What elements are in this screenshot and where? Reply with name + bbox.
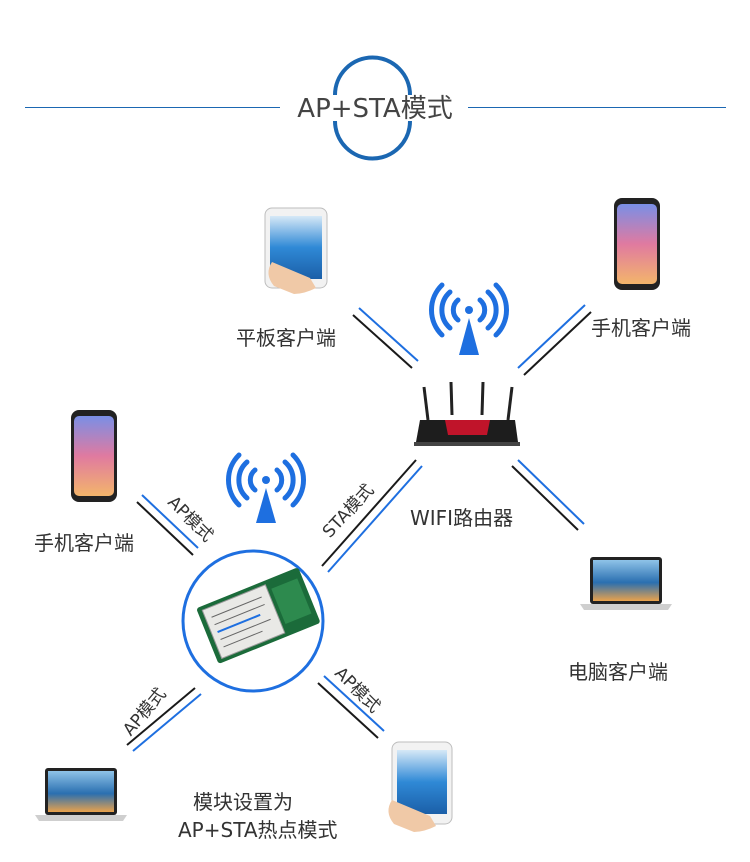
page-title: AP+STA模式 xyxy=(297,94,453,124)
link-module-tablet xyxy=(317,675,385,739)
label-phone-client-top: 手机客户端 xyxy=(591,316,691,340)
phone-icon-left xyxy=(71,410,117,502)
link-tablet-router xyxy=(352,307,419,369)
title-ring-bottom-arc xyxy=(333,120,412,161)
label-phone-client-left: 手机客户端 xyxy=(34,531,134,555)
label-module-setting-1: 模块设置为 xyxy=(193,790,293,814)
wifi-signal-icon-router xyxy=(429,282,509,355)
label-module-setting-2: AP+STA热点模式 xyxy=(178,818,338,842)
link-module-laptop xyxy=(126,687,202,752)
link-module-router xyxy=(321,459,423,573)
wifi-signal-icon-module xyxy=(226,452,306,523)
title-ring-top-arc xyxy=(333,55,412,96)
tablet-icon xyxy=(264,207,328,294)
wifi-module-icon xyxy=(197,568,320,664)
phone-icon-top-right xyxy=(614,198,660,290)
router-icon xyxy=(414,381,520,446)
tablet-icon-bottom xyxy=(388,741,453,832)
label-pc-client: 电脑客户端 xyxy=(568,660,668,684)
label-tablet-client: 平板客户端 xyxy=(236,326,336,350)
label-router: WIFI路由器 xyxy=(410,506,514,530)
link-router-laptop xyxy=(511,459,585,531)
title-rule-right xyxy=(468,107,726,108)
laptop-icon-right xyxy=(580,557,672,610)
link-router-phone xyxy=(517,304,592,376)
title-rule-left xyxy=(25,107,280,108)
laptop-icon-bottom-left xyxy=(35,768,127,821)
link-phone-module xyxy=(136,494,199,556)
